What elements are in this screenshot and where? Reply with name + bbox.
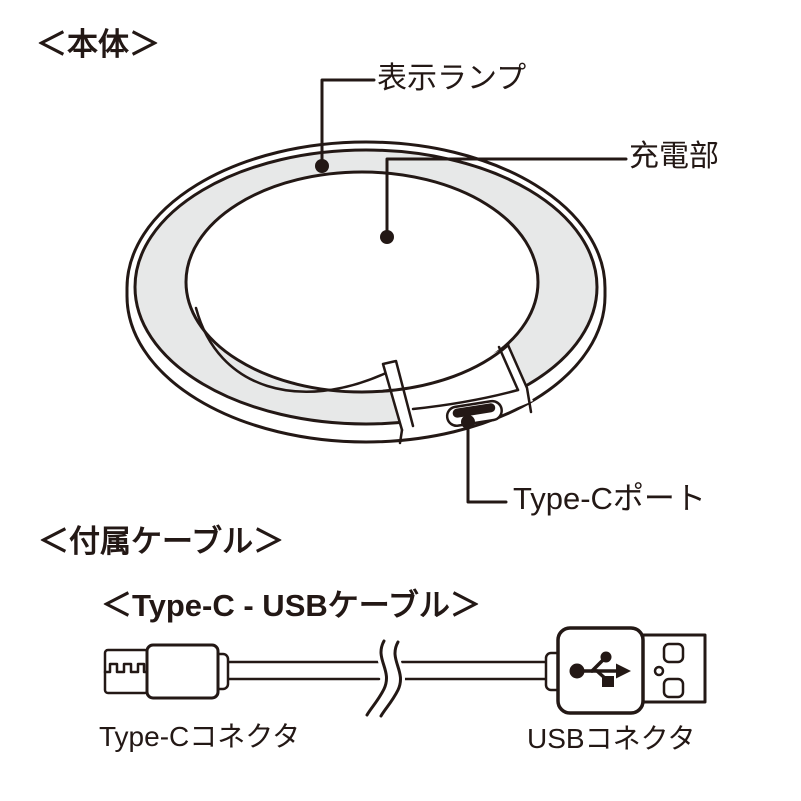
- cable-break-mark: [362, 636, 405, 721]
- ring-notch-back-edge: [382, 343, 510, 393]
- charging-area-label: 充電部: [629, 140, 719, 173]
- type-c-port-label: Type-Cポート: [513, 481, 706, 516]
- usb-connector-label: USBコネクタ: [527, 723, 696, 754]
- indicator-lamp-dot: [315, 159, 329, 173]
- type-c-port-callout-line: [466, 421, 508, 504]
- usb-shell-hole-small: [653, 665, 665, 677]
- type-c-contacts-zigzag: [103, 662, 150, 674]
- included-cable-title: ＜付属ケーブル＞: [38, 524, 285, 559]
- type-c-port-dot: [461, 415, 475, 429]
- cable-line-right: [400, 660, 554, 681]
- cable-line-left: [220, 660, 381, 681]
- cable-name-title: ＜Type-C - USBケーブル＞: [101, 588, 481, 623]
- type-c-body: [145, 643, 220, 700]
- usb-shell-hole-top: [662, 642, 685, 664]
- ring-notch-front-edges: [398, 388, 520, 445]
- ring-charger-illustration: [125, 140, 607, 445]
- indicator-lamp-callout-line: [320, 78, 376, 166]
- ring-inner-wall-line: [194, 306, 388, 393]
- charging-area-callout-line: [385, 157, 628, 237]
- ring-notch-right-cut: [497, 343, 533, 414]
- ring-notch-left-cut: [381, 359, 415, 432]
- usb-connector: [544, 626, 707, 715]
- usb-trident-icon: [569, 651, 631, 687]
- ring-top-face: [133, 148, 599, 426]
- usb-shell-hole-bottom: [662, 677, 685, 699]
- callout-lines: [315, 78, 628, 504]
- type-c-connector: [103, 643, 230, 700]
- cable-illustration: [103, 626, 707, 721]
- type-c-connector-label: Type-Cコネクタ: [99, 721, 301, 752]
- type-c-plug-tip: [103, 648, 150, 695]
- charging-area-dot: [380, 230, 394, 244]
- type-c-port: [445, 399, 503, 427]
- indicator-lamp-label: 表示ランプ: [377, 62, 527, 95]
- main-unit-title: ＜本体＞: [36, 27, 160, 62]
